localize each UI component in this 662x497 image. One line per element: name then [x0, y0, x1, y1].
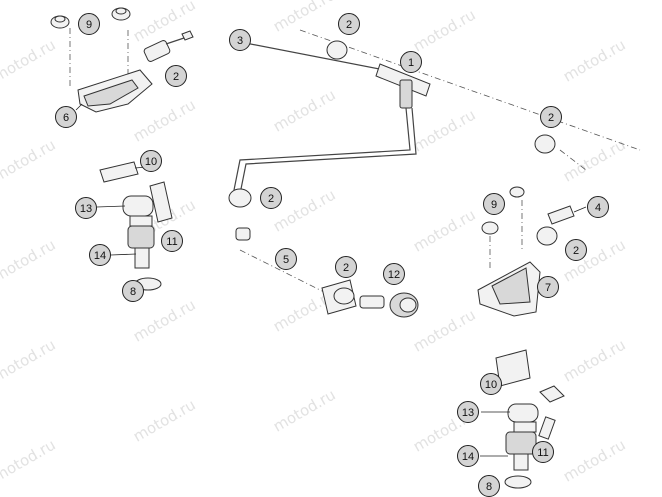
- callout: 3: [229, 29, 251, 51]
- callout: 14: [89, 244, 111, 266]
- callout: 8: [478, 475, 500, 497]
- right-injector-bracket: [477, 186, 587, 317]
- callout: 11: [532, 441, 554, 463]
- upper-left-injector-bracket: [50, 7, 194, 113]
- callout: 1: [400, 51, 422, 73]
- fuel-line-assembly: [228, 29, 641, 318]
- callout: 2: [565, 239, 587, 261]
- callout: 9: [483, 193, 505, 215]
- callout: 8: [122, 280, 144, 302]
- callout: 12: [383, 263, 405, 285]
- callout: 11: [161, 230, 183, 252]
- callout: 2: [338, 13, 360, 35]
- callout: 2: [335, 256, 357, 278]
- callout: 10: [480, 373, 502, 395]
- callout: 10: [140, 150, 162, 172]
- callout: 2: [165, 65, 187, 87]
- callout: 6: [55, 106, 77, 128]
- callout: 13: [457, 401, 479, 423]
- callout: 14: [457, 445, 479, 467]
- callout: 7: [537, 276, 559, 298]
- left-injector-assembly: [96, 161, 173, 291]
- callout: 9: [78, 13, 100, 35]
- callout: 13: [75, 197, 97, 219]
- callout: 4: [587, 196, 609, 218]
- callout: 5: [275, 248, 297, 270]
- callout: 2: [260, 187, 282, 209]
- right-injector-assembly: [480, 349, 565, 489]
- callout: 2: [540, 106, 562, 128]
